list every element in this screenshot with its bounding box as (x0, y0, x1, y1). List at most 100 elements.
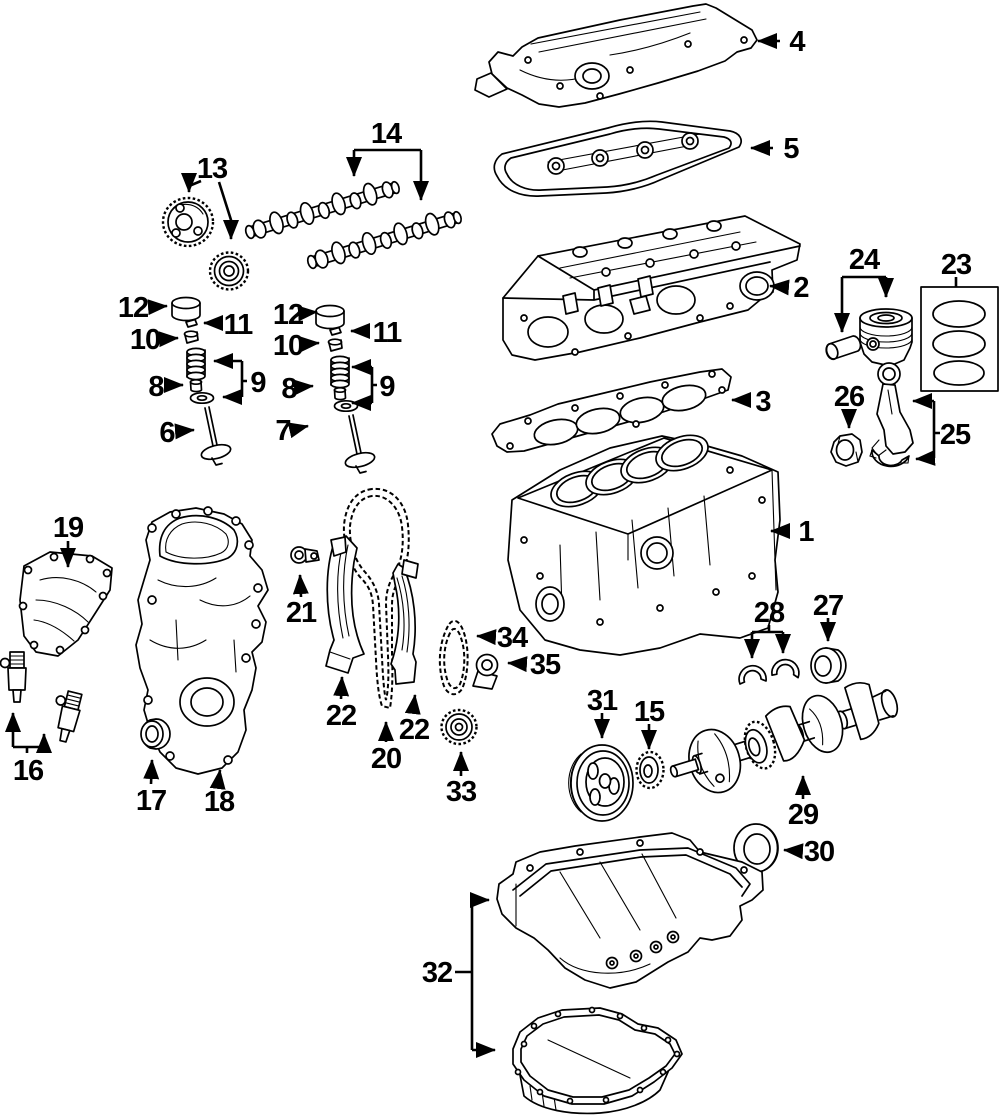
rod-bearing (830, 433, 863, 467)
oil-control-valve-a (0, 651, 27, 703)
callout-16: 16 (4, 712, 52, 787)
valve-train-exhaust (315, 304, 377, 474)
engine-front-cover-plate (18, 551, 113, 657)
callout-25: 25 (912, 393, 972, 466)
callout-label: 12 (118, 292, 148, 324)
callout-label: 30 (804, 836, 834, 868)
callout-6: 6 (159, 417, 195, 449)
callout-32: 32 (422, 892, 496, 1058)
callout-label: 12 (273, 299, 303, 331)
callout-1: 1 (770, 516, 815, 548)
callout-label: 8 (148, 371, 164, 403)
callout-8-exhaust: 8 (281, 373, 314, 405)
callout-label: 5 (783, 133, 799, 165)
callout-10-exhaust: 10 (273, 330, 320, 362)
callout-label: 2 (793, 272, 808, 304)
callout-label: 13 (197, 153, 228, 185)
thrust-washer-b (770, 656, 803, 682)
callout-label: 7 (275, 415, 290, 447)
callout-label: 9 (379, 371, 395, 403)
callout-30: 30 (783, 836, 835, 868)
thrust-washer-a (738, 664, 767, 685)
timing-chain-cover (135, 506, 269, 775)
cylinder-head-gasket (491, 368, 732, 453)
piston-ring-set (920, 286, 999, 392)
chain-guide-curved (325, 535, 365, 674)
valve-cover-gasket (493, 120, 742, 197)
callout-3: 3 (731, 386, 772, 418)
callout-label: 20 (371, 743, 401, 775)
callout-11-intake: 11 (203, 309, 254, 341)
callout-26: 26 (834, 381, 866, 429)
callout-14: 14 (346, 118, 429, 201)
oil-pump-chain-tensioner (472, 653, 499, 690)
callout-label: 22 (399, 714, 429, 746)
head-top-detail (559, 220, 757, 279)
main-bearing (810, 647, 847, 684)
camshaft-intake (241, 174, 403, 244)
callout-33: 33 (446, 751, 478, 808)
head-front-detail (520, 275, 734, 356)
chain-tensioner-arm (390, 559, 419, 685)
callout-22-guide: 22 (326, 676, 357, 732)
callout-12-exhaust: 12 (273, 299, 318, 331)
callout-2: 2 (769, 272, 810, 304)
callout-label: 11 (373, 317, 403, 349)
crankshaft-sprocket (440, 708, 478, 746)
cylinder-head (502, 215, 801, 361)
timing-chain (342, 487, 410, 710)
callout-label: 3 (755, 386, 771, 418)
callout-13: 13 (181, 153, 239, 240)
callout-label: 23 (941, 249, 972, 281)
callout-20: 20 (371, 721, 402, 775)
callout-label: 10 (273, 330, 303, 362)
callout-label: 27 (813, 590, 843, 622)
balance-sprocket (635, 750, 665, 790)
idler-bearing (140, 718, 171, 750)
vvt-cam-timing-gear (161, 196, 215, 248)
callout-label: 31 (587, 685, 618, 717)
callout-22-tensioner-arm: 22 (399, 694, 430, 746)
callout-label: 9 (250, 367, 266, 399)
callout-label: 35 (530, 649, 561, 681)
callout-label: 4 (789, 26, 805, 58)
connecting-rod (871, 362, 914, 457)
callout-4: 4 (757, 26, 806, 58)
gasket-bolt-holes (547, 132, 699, 175)
callout-label: 10 (130, 324, 160, 356)
callout-label: 17 (136, 785, 166, 817)
engine-block (507, 434, 781, 656)
callout-18: 18 (204, 769, 236, 818)
callout-10-intake: 10 (130, 324, 179, 356)
piston (859, 308, 913, 367)
callout-label: 15 (634, 696, 665, 728)
callout-label: 26 (834, 381, 865, 413)
oil-control-valve-b (46, 687, 85, 745)
callout-label: 8 (281, 373, 297, 405)
callout-label: 16 (13, 755, 44, 787)
valve-cover (474, 3, 758, 108)
callout-label: 32 (422, 957, 452, 989)
cylinder-bores (550, 434, 709, 508)
callout-label: 33 (446, 776, 477, 808)
callout-5: 5 (750, 133, 800, 165)
crankshaft (669, 681, 899, 794)
rear-main-seal (733, 823, 779, 873)
callout-label: 34 (497, 622, 528, 654)
callout-label: 1 (798, 516, 814, 548)
callout-label: 19 (53, 512, 84, 544)
callout-label: 6 (159, 417, 175, 449)
upper-oil-pan (496, 832, 764, 989)
callout-label: 25 (940, 419, 971, 451)
callout-15: 15 (634, 696, 666, 750)
callout-label: 24 (849, 244, 880, 276)
rod-bearing-cap (869, 449, 910, 468)
callout-34: 34 (476, 622, 529, 654)
callout-11-exhaust: 11 (350, 317, 403, 349)
crankshaft-pulley (568, 744, 634, 822)
lower-oil-pan (512, 1006, 683, 1115)
camshaft-sprocket (208, 251, 250, 291)
callout-27: 27 (813, 590, 844, 642)
crankshaft-sensor (290, 546, 320, 564)
